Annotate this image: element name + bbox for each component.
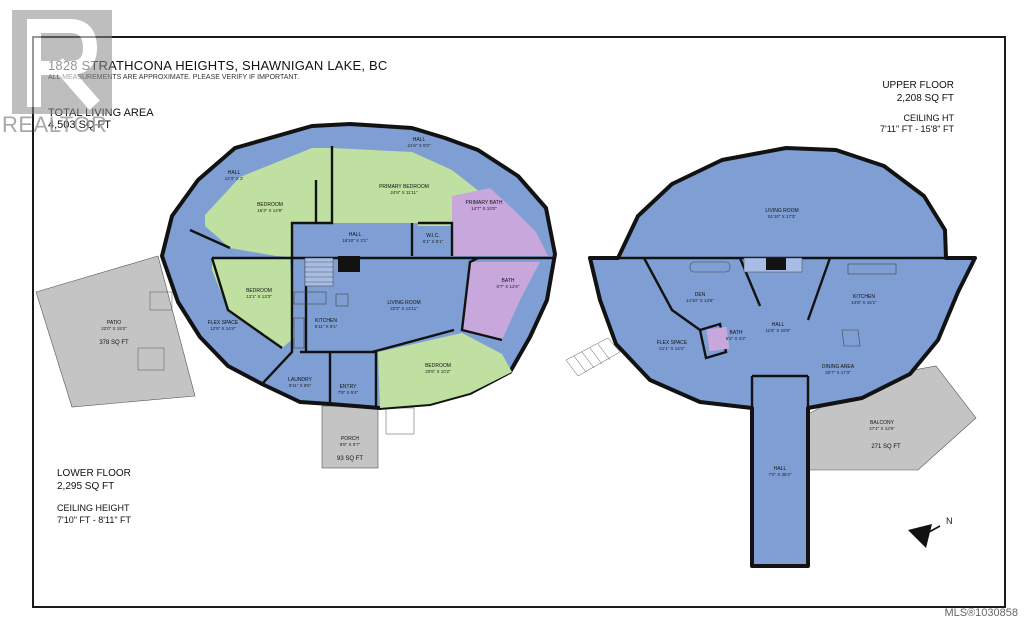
measurement-disclaimer: ALL MEASUREMENTS ARE APPROXIMATE. PLEASE… [48,74,299,81]
room-dims: 8'11" X 9'1" [315,324,338,329]
room-dims: 24'8" X 11'11" [390,190,418,195]
room-label: ENTRY [340,384,358,390]
room-label: W.I.C. [426,233,440,239]
fireplace [338,256,360,272]
room-dims: 7'8" X 5'4" [338,390,359,395]
upper-floor-outline [588,146,977,568]
room-dims: 20'7" X 17'3" [825,370,851,375]
upper-ceiling-value: 7'11" FT - 15'8" FT [879,124,954,134]
room-dims: 11'6" X 16'9" [765,328,790,333]
patio-deck [35,255,196,408]
room-dims: 8'7" X 12'6" [497,284,520,289]
room-label: PORCH [341,436,359,442]
area-label: 93 SQ FT [337,456,363,462]
bedroom-w-fill [212,257,294,348]
room-label: DEN [695,292,706,298]
property-title: 1828 STRATHCONA HEIGHTS, SHAWNIGAN LAKE,… [48,58,388,73]
room-label: LIVING ROOM [387,300,420,306]
room-label: KITCHEN [315,318,337,324]
room-label: HALL [413,137,426,143]
room-dims: 27'4" X 12'9" [869,426,895,431]
room-label: LIVING ROOM [765,208,798,214]
room-label: HALL [228,170,241,176]
room-dims: 9'11" X 8'6" [289,383,312,388]
room-dims: 12'9" X 14'4" [210,326,236,331]
area-label: 271 SQ FT [871,444,901,450]
realtor-logo-icon [12,10,112,114]
room-dims: 16'10" X 3'1" [342,238,368,243]
room-label: FLEX SPACE [208,320,239,326]
lower-ceiling-value: 7'10" FT - 8'11" FT [57,515,132,525]
room-label: PATIO [107,320,121,326]
upper-floor-plan: LIVING ROOM 51'10" X 17'3" DEN 14'10" X … [565,146,977,568]
room-label: BALCONY [870,420,895,426]
room-label: BATH [730,330,743,336]
room-label: FLEX SPACE [657,340,688,346]
upper-bath-fill [706,326,730,352]
room-dims: 22'0" X 19'2" [101,326,127,331]
primary-bedroom-fill [332,148,480,226]
room-label: BEDROOM [246,288,272,294]
bedroom-nw-fill [205,148,332,257]
bath-fill [462,262,540,340]
upper-floor-label: UPPER FLOOR [882,80,954,91]
compass-north-label: N [946,516,953,526]
upper-floor-area: 2,208 SQ FT [896,93,954,104]
room-dims: 6'2" X 4'2" [726,336,747,341]
lower-interior-walls [189,146,556,408]
area-label: 378 SQ FT [99,340,129,346]
room-label: HALL [774,466,787,472]
room-label: BEDROOM [425,363,451,369]
room-dims: 12'3" X 3' [225,176,244,181]
room-dims: 14'7" X 10'0" [471,206,497,211]
room-dims: 20'6" X 10'2" [425,369,451,374]
room-label: PRIMARY BATH [466,200,503,206]
exterior-stair [565,337,621,377]
room-dims: 22'3" X 13'11" [390,306,418,311]
room-dims: 13'1" X 13'3" [246,294,272,299]
lower-floor-area: 2,295 SQ FT [57,481,115,492]
room-label: LAUNDRY [288,377,312,383]
lower-floor-label: LOWER FLOOR [57,468,131,479]
total-area-value: 4,503 SQ FT [48,119,111,131]
lower-stairs [305,261,333,283]
room-label: PRIMARY BEDROOM [379,184,429,190]
lower-floor-plan: HALL 21'6" X 5'0" HALL 12'3" X 3' BEDROO… [35,122,557,469]
bedroom-se-fill [378,333,512,408]
primary-bath-fill [452,188,548,256]
upper-fireplace [766,258,786,270]
room-label: HALL [349,232,362,238]
lower-ceiling-label: CEILING HEIGHT [57,503,130,513]
room-label: HALL [772,322,785,328]
upper-ceiling-label: CEILING HT [903,113,954,123]
room-dims: 14'8" X 15'1" [851,300,877,305]
room-label: DINING AREA [822,364,855,370]
room-label: BATH [502,278,515,284]
room-dims: 16'3" X 14'9" [257,208,283,213]
room-label: BEDROOM [257,202,283,208]
room-dims: 21'1" X 14'4" [659,346,685,351]
room-dims: 51'10" X 17'3" [768,214,796,219]
room-dims: 7'0" X 38'4" [769,472,792,477]
room-dims: 6'1" X 5'1" [423,239,444,244]
mls-number: MLS®1030858 [944,607,1018,619]
room-label: KITCHEN [853,294,875,300]
compass-arrow-icon: N [908,516,953,548]
realtor-wordmark: REALTOR [2,112,108,137]
room-dims: 14'10" X 13'6" [686,298,714,303]
room-dims: 9'8" X 9'7" [340,442,361,447]
room-dims: 21'6" X 5'0" [408,143,431,148]
